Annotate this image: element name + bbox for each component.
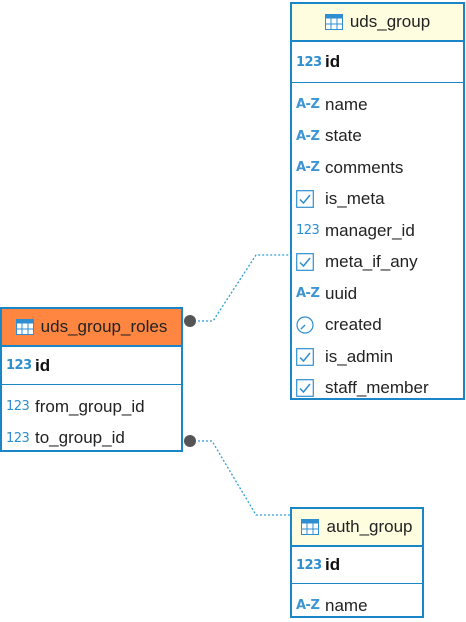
table-icon	[324, 14, 343, 30]
column-name: name	[325, 595, 368, 615]
column-name: meta_if_any	[325, 252, 418, 272]
text-type-icon: A-Z	[296, 160, 320, 176]
connector-endpoint-dot	[184, 435, 196, 447]
column-name: comments	[325, 157, 404, 177]
column-row[interactable]: 123 manager_id	[292, 215, 463, 247]
column-name: id	[35, 355, 51, 375]
numeric-type-icon: 123	[6, 358, 32, 373]
table-title: auth_group	[326, 517, 413, 536]
column-row[interactable]: 123 to_group_id	[2, 423, 181, 455]
column-name: to_group_id	[35, 428, 125, 448]
numeric-type-icon: 123	[6, 430, 30, 446]
connector-endpoint-dot	[184, 315, 196, 327]
primary-key-row[interactable]: 123 id	[292, 42, 463, 83]
column-row[interactable]: A-Z name	[292, 89, 463, 121]
text-type-icon: A-Z	[296, 286, 320, 302]
column-name: is_admin	[325, 346, 394, 366]
connector-roles-to-auth-group	[190, 440, 290, 516]
table-title: uds_group_roles	[40, 317, 168, 336]
column-name: state	[325, 126, 362, 146]
boolean-type-icon	[296, 253, 318, 272]
connector-roles-to-uds-group	[190, 254, 290, 322]
column-name: manager_id	[325, 220, 415, 240]
column-name: created	[325, 315, 382, 335]
column-row[interactable]: created	[292, 310, 463, 342]
numeric-type-icon: 123	[296, 223, 320, 239]
numeric-type-icon: 123	[296, 54, 322, 70]
numeric-type-icon: 123	[6, 399, 30, 415]
table-auth-group[interactable]: auth_group 123 id A-Z name	[290, 507, 424, 618]
boolean-type-icon	[296, 190, 318, 209]
column-row[interactable]: is_meta	[292, 184, 463, 216]
column-name: from_group_id	[35, 396, 145, 416]
table-title: uds_group	[349, 12, 431, 31]
column-row[interactable]: A-Z name	[292, 590, 422, 622]
text-type-icon: A-Z	[296, 128, 320, 144]
text-type-icon: A-Z	[296, 97, 320, 113]
column-name: id	[325, 52, 341, 71]
column-row[interactable]: A-Z comments	[292, 152, 463, 184]
column-row[interactable]: A-Z uuid	[292, 278, 463, 310]
clock-icon	[296, 316, 318, 334]
boolean-type-icon	[296, 379, 318, 398]
table-header[interactable]: uds_group	[292, 4, 463, 42]
column-row[interactable]: meta_if_any	[292, 247, 463, 279]
column-name: is_meta	[325, 189, 385, 209]
boolean-type-icon	[296, 347, 318, 366]
table-icon	[15, 319, 34, 335]
column-row[interactable]: 123 from_group_id	[2, 391, 181, 423]
table-header[interactable]: auth_group	[292, 509, 422, 547]
primary-key-row[interactable]: 123 id	[292, 547, 422, 584]
column-name: name	[325, 94, 368, 114]
column-name: uuid	[325, 283, 358, 303]
table-icon	[301, 519, 320, 535]
numeric-type-icon: 123	[296, 557, 322, 573]
column-row[interactable]: is_admin	[292, 341, 463, 373]
column-name: staff_member	[325, 378, 429, 398]
text-type-icon: A-Z	[296, 598, 320, 614]
table-header[interactable]: uds_group_roles	[2, 309, 181, 347]
column-row[interactable]: A-Z state	[292, 121, 463, 153]
column-row[interactable]: staff_member	[292, 373, 463, 405]
primary-key-row[interactable]: 123 id	[2, 347, 181, 385]
column-name: id	[325, 555, 341, 574]
